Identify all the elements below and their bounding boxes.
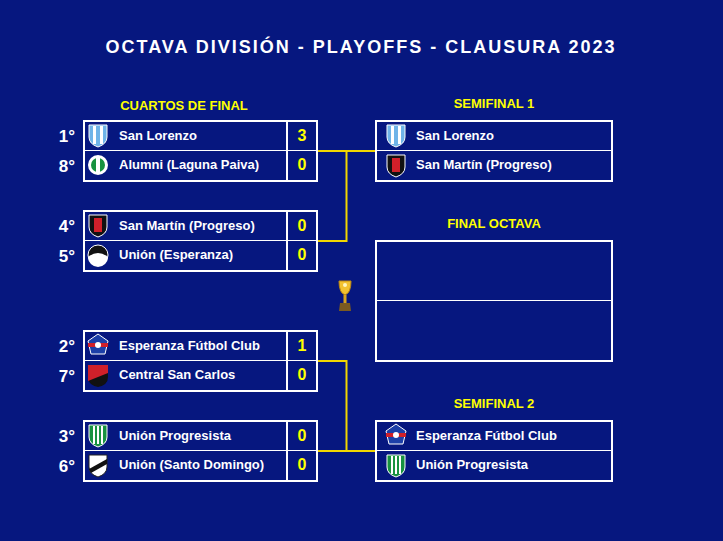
match-score: 0 [286, 212, 316, 240]
seed-number: 6° [59, 457, 75, 477]
seed-number: 8° [59, 157, 75, 177]
team-row: Esperanza Fútbol Club 1 [85, 332, 316, 361]
club-logo [88, 245, 108, 267]
club-logo [88, 334, 108, 354]
team-row: San Lorenzo [377, 122, 611, 151]
seed-number: 4° [59, 217, 75, 237]
club-logo [89, 455, 107, 477]
round-heading: SEMIFINAL 2 [377, 396, 611, 411]
team-row: Alumni (Laguna Paiva) 0 [85, 151, 316, 180]
team-name: San Lorenzo [416, 122, 494, 150]
match-score: 1 [286, 332, 316, 360]
match-box: San Martín (Progreso)0Unión (Esperanza)0 [83, 210, 318, 272]
team-name: Unión Progresista [416, 451, 528, 479]
club-logo [88, 365, 108, 387]
club-logo [88, 155, 108, 175]
semifinal-box: SEMIFINAL 1San LorenzoSan Martín (Progre… [375, 120, 613, 182]
match-box: Esperanza Fútbol Club1Central San Carlos… [83, 330, 318, 392]
team-name: Central San Carlos [119, 361, 235, 389]
match-box: San Lorenzo 3Alumni (Laguna Paiva) 0 [83, 120, 318, 182]
team-row: Central San Carlos 0 [85, 361, 316, 390]
match-score: 3 [286, 122, 316, 150]
team-name: San Martín (Progreso) [119, 212, 255, 240]
match-score: 0 [286, 451, 316, 480]
seed-number: 5° [59, 247, 75, 267]
team-name: Esperanza Fútbol Club [119, 332, 260, 360]
club-logo [89, 425, 107, 447]
team-name: Esperanza Fútbol Club [416, 422, 557, 450]
page-title: OCTAVA DIVISIÓN - PLAYOFFS - CLAUSURA 20… [105, 37, 616, 58]
team-name: Unión Progresista [119, 422, 231, 450]
match-box: Unión Progresista0Unión (Santo Domingo)0 [83, 420, 318, 482]
club-logo [387, 455, 405, 477]
club-logo [89, 215, 107, 237]
final-box: FINAL OCTAVA [375, 240, 613, 362]
club-logo [387, 155, 405, 177]
empty-slot-divider [377, 300, 611, 301]
team-name: Alumni (Laguna Paiva) [119, 151, 259, 179]
round-heading: SEMIFINAL 1 [377, 96, 611, 111]
bracket-connector [318, 450, 375, 452]
team-name: San Martín (Progreso) [416, 151, 552, 179]
team-row: Esperanza Fútbol Club [377, 422, 611, 451]
match-score: 0 [286, 151, 316, 180]
team-row: Unión (Santo Domingo) 0 [85, 451, 316, 480]
team-row: Unión (Esperanza) 0 [85, 241, 316, 270]
team-row: San Lorenzo 3 [85, 122, 316, 151]
bracket-connector [318, 151, 375, 241]
team-logos [88, 125, 406, 477]
round-heading: CUARTOS DE FINAL [120, 98, 248, 113]
team-name: San Lorenzo [119, 122, 197, 150]
club-logo [89, 125, 107, 147]
seed-number: 7° [59, 367, 75, 387]
match-score: 0 [286, 361, 316, 390]
match-score: 0 [286, 422, 316, 450]
seed-number: 2° [59, 337, 75, 357]
team-name: Unión (Esperanza) [119, 241, 233, 269]
team-row: San Martín (Progreso) 0 [85, 212, 316, 241]
club-logo [387, 125, 405, 147]
team-row: Unión Progresista 0 [85, 422, 316, 451]
club-logo [386, 424, 406, 444]
team-name: Unión (Santo Domingo) [119, 451, 264, 479]
semifinal-box: SEMIFINAL 2Esperanza Fútbol ClubUnión Pr… [375, 420, 613, 482]
trophy-icon [339, 281, 351, 311]
seed-number: 1° [59, 127, 75, 147]
team-row: San Martín (Progreso) [377, 151, 611, 180]
seed-number: 3° [59, 427, 75, 447]
team-row: Unión Progresista [377, 451, 611, 480]
match-score: 0 [286, 241, 316, 270]
bracket-connector [318, 361, 375, 451]
round-heading: FINAL OCTAVA [377, 216, 611, 231]
